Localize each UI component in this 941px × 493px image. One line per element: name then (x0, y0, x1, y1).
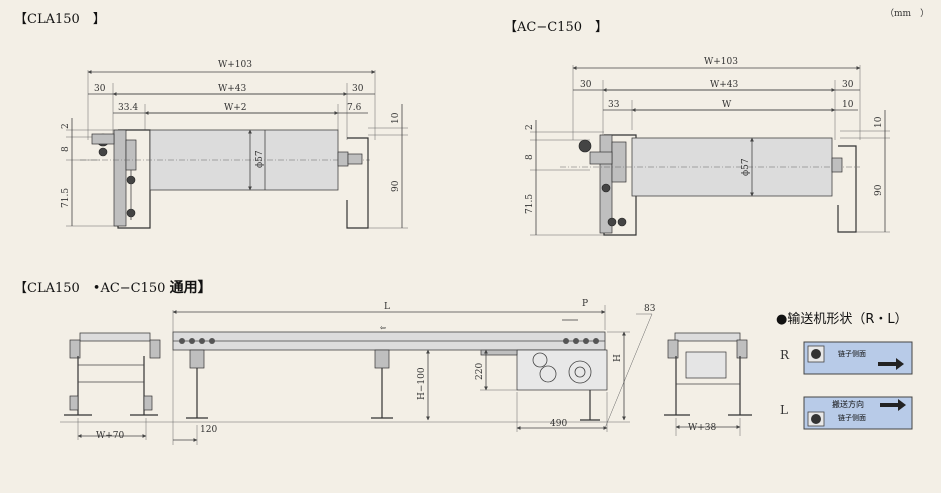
acc-d715: 71.5 (525, 194, 535, 214)
cla-left30: 30 (94, 84, 106, 94)
legend-title: ●输送机形状（R・L） (776, 311, 908, 327)
common-header-a: 【CLA150 •AC−C150 (14, 281, 170, 296)
common-P: P (582, 299, 588, 309)
svg-text:⇦: ⇦ (380, 324, 386, 332)
legend-l-label: L (780, 403, 788, 417)
cla-d90: 90 (391, 180, 401, 192)
arrow-right-icon (880, 399, 906, 411)
main-side-view: L P 83 ⇦ (60, 299, 656, 445)
unit-label: （mm ） (885, 8, 929, 19)
left-end-view: W+70 (64, 332, 161, 441)
common-w38: W+38 (688, 423, 717, 433)
common-h100: H−100 (417, 367, 427, 400)
cla-d10: 10 (391, 112, 401, 124)
acc-w103: W+103 (704, 57, 738, 67)
cla-w43: W+43 (218, 84, 247, 94)
acc-d2: 2 (525, 124, 535, 130)
cla-w103: W+103 (218, 60, 252, 70)
cla150-header: 【CLA150 】 (14, 12, 106, 27)
common-H: H (613, 354, 623, 362)
cla-dia: ϕ57 (255, 150, 265, 168)
shape-legend: ●输送机形状（R・L） R 链子侧面 L 搬送方向 链子侧面 (776, 311, 913, 430)
cla-d715: 71.5 (61, 188, 71, 208)
acc-dia: ϕ57 (741, 158, 751, 176)
acc-d33: 33 (608, 100, 620, 110)
common-d120: 120 (200, 425, 217, 435)
common-header-b: 通用】 (170, 280, 212, 296)
cla-d2: 2 (61, 123, 71, 129)
legend-r-label: R (780, 348, 790, 362)
cla-d76: 7.6 (347, 103, 362, 113)
acc150-header: 【AC−C150 】 (504, 20, 608, 35)
acc-d10h: 10 (842, 100, 854, 110)
arrow-right-icon (878, 358, 904, 370)
common-L: L (384, 302, 390, 312)
common-d220: 220 (475, 363, 485, 380)
common-section: 【CLA150 •AC−C150 通用】 W+70 L (14, 280, 913, 445)
common-d490: 490 (550, 419, 567, 429)
cla-w2: W+2 (224, 103, 247, 113)
legend-l-direction: 搬送方向 (832, 399, 864, 409)
cla-d8: 8 (61, 146, 71, 152)
legend-l-caption: 链子侧面 (838, 413, 866, 422)
cla-d334: 33.4 (118, 103, 138, 113)
common-w70: W+70 (96, 431, 125, 441)
acc-w43: W+43 (710, 80, 739, 90)
acc-d8: 8 (525, 154, 535, 160)
acc150-section: 【AC−C150 】 W+103 30 W+43 30 33 W 10 2 8 … (504, 20, 890, 236)
cla150-section: 【CLA150 】 W+103 30 W+43 30 33.4 W+2 7.6 … (14, 12, 408, 229)
common-d83: 83 (644, 304, 656, 314)
acc-d90: 90 (874, 184, 884, 196)
right-end-view: W+38 (664, 332, 752, 436)
acc-left30: 30 (580, 80, 592, 90)
acc-d10: 10 (874, 116, 884, 128)
common-header: 【CLA150 •AC−C150 通用】 (14, 280, 212, 296)
legend-r-caption: 链子侧面 (838, 349, 866, 358)
acc-w: W (722, 100, 732, 110)
acc-right30: 30 (842, 80, 854, 90)
cla-right30: 30 (352, 84, 364, 94)
